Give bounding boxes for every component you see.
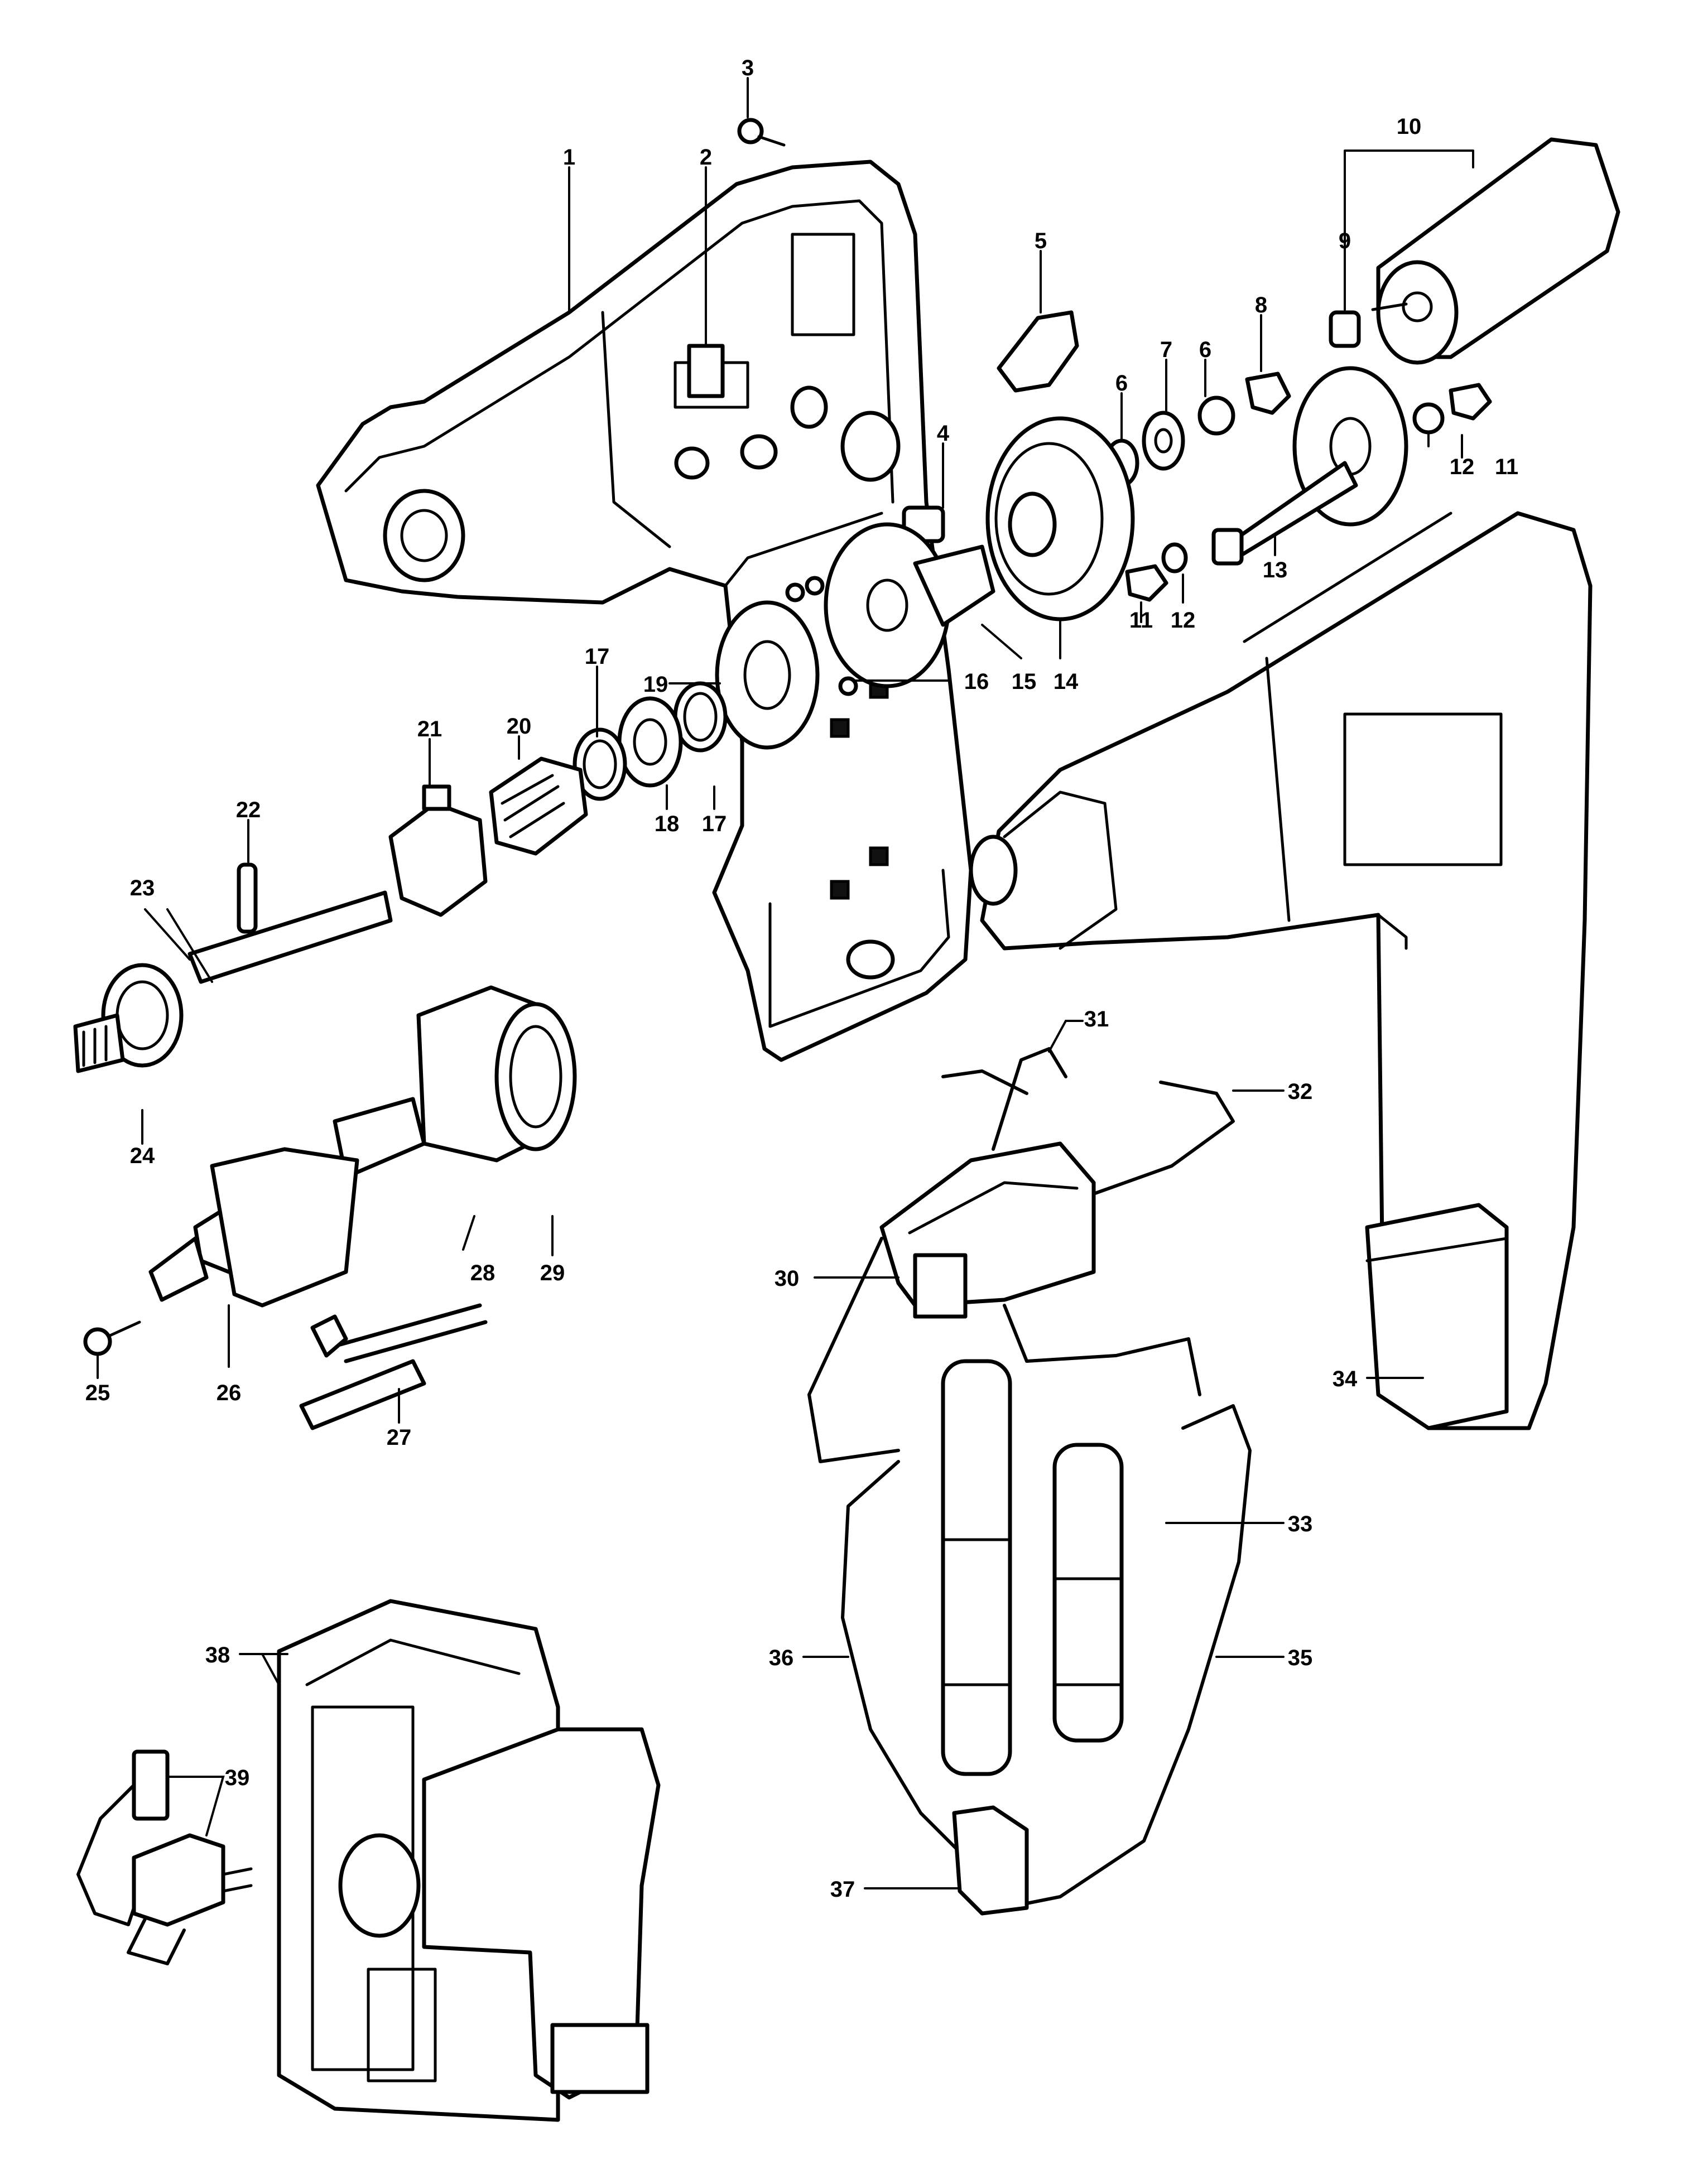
callout-34: 34 — [1333, 1367, 1358, 1391]
parts-22-23-24 — [73, 862, 393, 1073]
part-19-ring-gear — [715, 600, 820, 750]
part-39-plug-adapter — [76, 1749, 253, 1965]
callout-11a: 11 — [1495, 455, 1518, 479]
callout-18: 18 — [655, 812, 680, 836]
part-16-balls — [785, 576, 858, 696]
callout-27: 27 — [387, 1425, 412, 1450]
part-5-brush-holder — [997, 310, 1079, 393]
callout-6b: 6 — [1199, 338, 1211, 362]
drill-body — [969, 511, 1593, 1430]
callout-39: 39 — [225, 1766, 250, 1790]
callout-8: 8 — [1255, 293, 1267, 317]
washers-6-7-8 — [1104, 372, 1291, 488]
callout-4: 4 — [937, 421, 950, 446]
callout-22: 22 — [236, 798, 261, 822]
callout-28: 28 — [470, 1261, 496, 1285]
callout-38: 38 — [205, 1643, 230, 1667]
callout-12a: 12 — [1450, 455, 1475, 479]
callout-12b: 12 — [1171, 608, 1196, 633]
callout-6a: 6 — [1115, 371, 1128, 396]
callout-23: 23 — [130, 876, 155, 900]
callout-37: 37 — [830, 1877, 855, 1902]
callout-17a: 17 — [585, 644, 610, 669]
part-38-charging-stand — [277, 1599, 661, 2122]
part-3-screw — [737, 118, 786, 147]
leader-lines — [97, 77, 1474, 1889]
parts-17-18-20-21 — [388, 681, 728, 917]
callout-11b: 11 — [1129, 608, 1153, 633]
callout-13: 13 — [1263, 558, 1288, 582]
callout-19: 19 — [643, 672, 668, 697]
callout-3: 3 — [742, 56, 754, 80]
callout-10: 10 — [1397, 114, 1422, 139]
part-2-clip — [687, 344, 725, 398]
part-37-connector — [952, 1805, 1029, 1916]
chuck-assembly-parts — [83, 985, 577, 1430]
callout-31: 31 — [1084, 1007, 1109, 1031]
callout-21: 21 — [417, 717, 442, 741]
callout-36: 36 — [769, 1646, 794, 1670]
callout-16: 16 — [964, 669, 989, 694]
callout-26: 26 — [217, 1381, 242, 1405]
callout-29: 29 — [540, 1261, 565, 1285]
callout-7: 7 — [1160, 338, 1172, 362]
part-9-pinion — [1329, 310, 1361, 348]
callout-1: 1 — [563, 145, 575, 170]
part-10-motor — [1371, 137, 1620, 365]
callout-2: 2 — [700, 145, 712, 170]
callout-32: 32 — [1288, 1079, 1313, 1104]
callout-25: 25 — [85, 1381, 110, 1405]
callout-15: 15 — [1012, 669, 1037, 694]
part-14-gear — [985, 416, 1135, 621]
callout-9: 9 — [1339, 229, 1351, 253]
callout-labels: 1 2 3 4 5 6 6 7 8 9 10 11 11 12 12 13 14… — [85, 56, 1518, 1902]
part-15-carrier — [824, 522, 995, 688]
callout-14: 14 — [1054, 669, 1079, 694]
callout-20: 20 — [507, 714, 532, 739]
parts-11-12 — [1125, 383, 1492, 602]
callout-30: 30 — [775, 1266, 800, 1291]
callout-33: 33 — [1288, 1512, 1313, 1536]
part-housing-half — [316, 160, 973, 1062]
part-13-gear-shaft — [1211, 366, 1408, 566]
callout-35: 35 — [1288, 1646, 1313, 1670]
callout-17b: 17 — [702, 812, 727, 836]
switch-and-wires — [807, 1047, 1252, 1910]
battery-pack — [941, 1359, 1124, 1776]
callout-24: 24 — [130, 1144, 155, 1168]
callout-5: 5 — [1035, 229, 1047, 253]
